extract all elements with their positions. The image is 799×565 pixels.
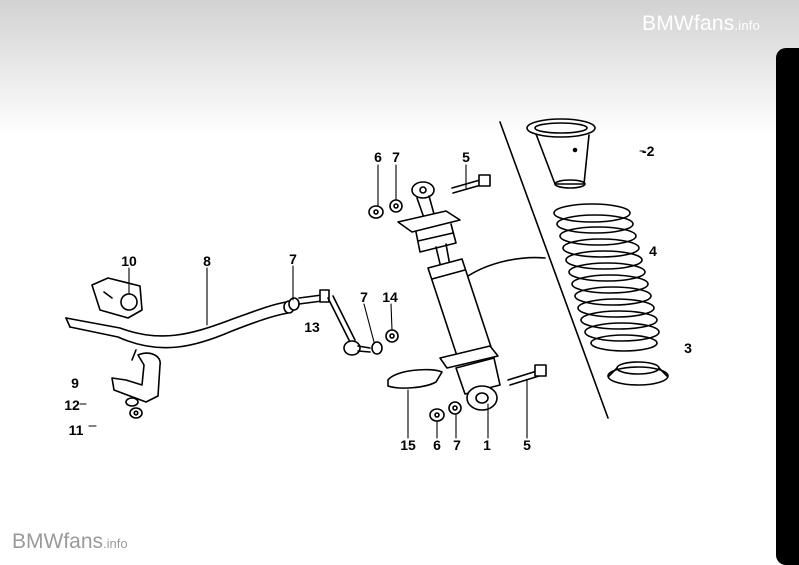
coil-spring-part bbox=[553, 203, 660, 352]
callout-1: 1 bbox=[483, 437, 491, 453]
bolt-bottom-part bbox=[507, 364, 547, 386]
bracket-washer-part bbox=[125, 397, 139, 407]
callout-9: 9 bbox=[71, 375, 79, 391]
watermark-bottom-main: BMWfans bbox=[12, 530, 104, 553]
watermark-bottom-suffix: .info bbox=[103, 536, 128, 551]
washer-top-part bbox=[389, 199, 403, 213]
stabilizer-link-part bbox=[288, 289, 371, 356]
right-edge-bar bbox=[776, 48, 799, 565]
mounting-plate-part bbox=[387, 368, 443, 389]
callout-11: 11 bbox=[69, 422, 84, 438]
callout-13: 13 bbox=[304, 319, 320, 335]
callout-6-bottom: 6 bbox=[433, 437, 441, 453]
callout-2: -2 bbox=[642, 143, 655, 159]
spring-seat-part bbox=[607, 361, 669, 386]
top-gradient-band bbox=[0, 0, 799, 135]
link-nut-part bbox=[385, 329, 399, 343]
callout-7-mid: 7 bbox=[360, 289, 368, 305]
bracket-part bbox=[111, 349, 161, 403]
callout-14: 14 bbox=[382, 289, 398, 305]
nut-top-part bbox=[368, 205, 384, 219]
watermark-top-suffix: .info bbox=[734, 18, 760, 33]
link-washer-part bbox=[371, 341, 383, 355]
bump-stop-boot-part bbox=[526, 118, 596, 189]
shock-spring-link-line bbox=[467, 256, 546, 277]
rubber-mount-part bbox=[91, 277, 143, 319]
callout-12: 12 bbox=[64, 397, 80, 413]
washer-bottom-part bbox=[448, 401, 462, 415]
bolt-top-part bbox=[451, 174, 491, 194]
callout-8: 8 bbox=[203, 253, 211, 269]
callout-4: 4 bbox=[649, 243, 657, 259]
callout-5-top: 5 bbox=[462, 149, 470, 165]
watermark-bottom: BMWfans.info bbox=[12, 530, 128, 554]
bracket-nut-part bbox=[129, 407, 143, 419]
nut-bottom-part bbox=[429, 408, 445, 422]
callout-6-top: 6 bbox=[374, 149, 382, 165]
callout-7-top: 7 bbox=[392, 149, 400, 165]
divider-line bbox=[499, 121, 609, 419]
callout-10: 10 bbox=[121, 253, 137, 269]
watermark-top: BMWfans.info bbox=[642, 12, 760, 36]
watermark-top-main: BMWfans bbox=[642, 12, 735, 35]
callout-15: 15 bbox=[400, 437, 416, 453]
callout-3: 3 bbox=[684, 340, 692, 356]
callout-7-link: 7 bbox=[289, 251, 297, 267]
leader-lines bbox=[79, 150, 645, 439]
callout-7-bottom: 7 bbox=[453, 437, 461, 453]
shock-absorber-part bbox=[397, 181, 501, 411]
callout-5-bottom: 5 bbox=[523, 437, 531, 453]
